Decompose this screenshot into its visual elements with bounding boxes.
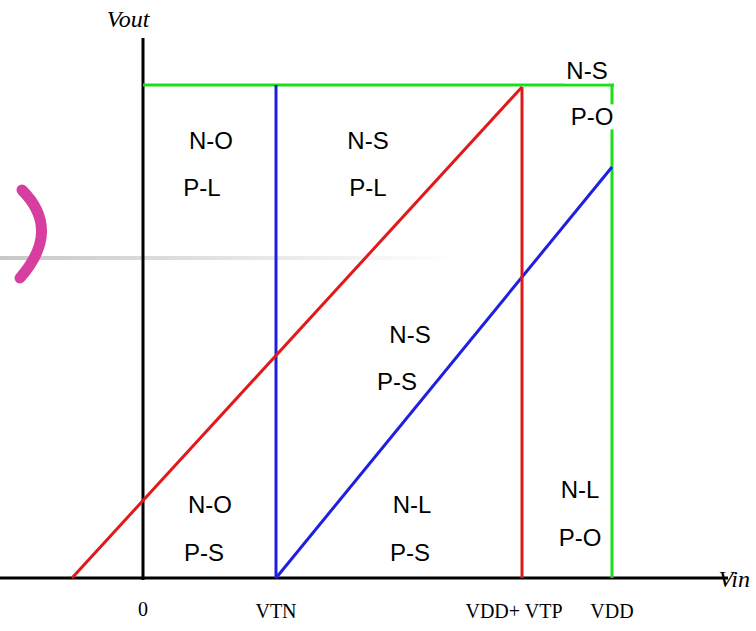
tick-label: VTN — [253, 601, 298, 622]
region-label: P-S — [388, 540, 432, 565]
region-label: P-S — [182, 540, 226, 565]
vtn-line — [275, 85, 278, 578]
tick-label: 0 — [136, 599, 150, 620]
region-label: N-S — [387, 322, 432, 347]
region-label: N-O — [187, 128, 235, 153]
region-label: P-L — [347, 175, 388, 200]
vdd-line — [611, 85, 614, 578]
axis-label: Vin — [716, 567, 752, 592]
region-label: P-O — [557, 525, 604, 550]
region-label: N-O — [186, 492, 234, 517]
region-label: N-L — [559, 477, 602, 502]
vdd-vtp-line — [521, 87, 524, 578]
tick-label: VDD+ VTP — [463, 601, 564, 622]
logo-fragment — [20, 190, 42, 278]
region-label: P-S — [375, 369, 419, 394]
vdd-level-line — [143, 84, 614, 87]
tick-label: VDD — [588, 601, 635, 622]
pmos-boundary — [72, 87, 522, 578]
region-label: N-S — [564, 58, 609, 83]
region-label: N-L — [391, 492, 434, 517]
axis-label: Vout — [105, 7, 152, 32]
region-label: P-O — [569, 104, 616, 129]
region-label: P-L — [181, 175, 222, 200]
x-axis — [0, 577, 728, 580]
faded-rule — [0, 256, 460, 260]
region-label: N-S — [345, 128, 390, 153]
nmos-boundary — [276, 167, 612, 578]
